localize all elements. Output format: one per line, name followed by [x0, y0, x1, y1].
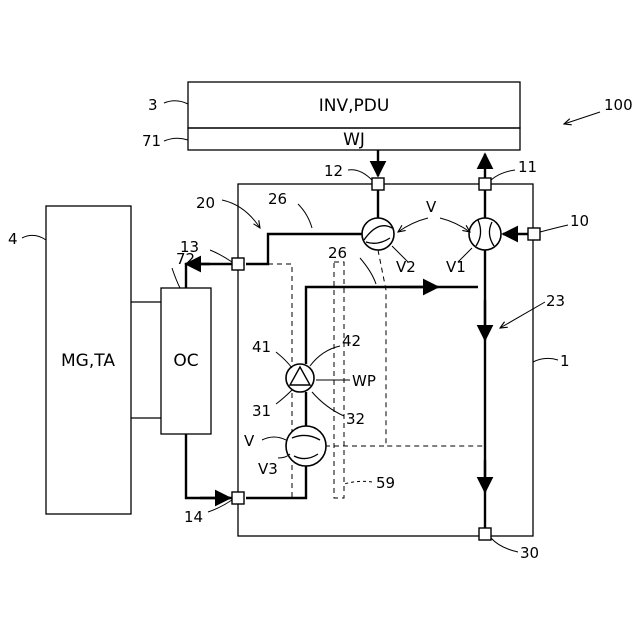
port-11: [479, 178, 491, 190]
leader-41: [276, 352, 292, 368]
ref-26-upper: 26: [268, 190, 287, 208]
oc-label: OC: [173, 351, 198, 371]
leader-v-left: [398, 218, 428, 232]
dashed-branch-right: [378, 250, 485, 446]
ref-12: 12: [324, 162, 343, 180]
leader-26b: [360, 258, 376, 284]
leader-59: [344, 481, 372, 484]
valve-v2: [362, 218, 394, 250]
ref-23: 23: [546, 292, 565, 310]
ref-31: 31: [252, 402, 271, 420]
inv-pdu-label: INV,PDU: [319, 96, 390, 116]
leader-71: [164, 138, 188, 141]
pipe-oc-to-port14: [186, 434, 232, 498]
leader-14: [208, 500, 232, 512]
ref-v3: V3: [258, 460, 278, 478]
valve-v1: [469, 218, 501, 250]
ref-wp: WP: [352, 372, 376, 390]
ref-v1: V1: [446, 258, 466, 276]
port-12: [372, 178, 384, 190]
water-pump-icon: [286, 364, 314, 392]
leader-12: [348, 170, 372, 180]
leader-42: [310, 346, 340, 366]
ref-59: 59: [376, 474, 395, 492]
ref-13: 13: [180, 238, 199, 256]
leader-100: [564, 112, 600, 124]
ref-v2: V2: [396, 258, 416, 276]
port-13: [232, 258, 244, 270]
leader-72: [172, 268, 180, 288]
ref-20: 20: [196, 194, 215, 212]
leader-13: [210, 250, 232, 262]
ref-4: 4: [8, 230, 18, 248]
ref-3: 3: [148, 96, 158, 114]
ref-1: 1: [560, 352, 570, 370]
leader-32: [312, 392, 344, 416]
port-10: [528, 228, 540, 240]
ref-41: 41: [252, 338, 271, 356]
wj-label: WJ: [343, 130, 365, 150]
mg-ta-label: MG,TA: [61, 351, 115, 371]
port-30: [479, 528, 491, 540]
port-14: [232, 492, 244, 504]
ref-100: 100: [604, 96, 633, 114]
leader-v-v3: [262, 437, 286, 440]
leader-31: [276, 390, 292, 404]
ref-42: 42: [342, 332, 361, 350]
ref-71: 71: [142, 132, 161, 150]
ref-30: 30: [520, 544, 539, 562]
ref-10: 10: [570, 212, 589, 230]
leader-1: [533, 358, 558, 362]
leader-30: [491, 538, 518, 552]
leader-10: [540, 225, 568, 232]
leader-23: [500, 302, 545, 328]
ref-11: 11: [518, 158, 537, 176]
ref-v-top: V: [426, 198, 437, 216]
pipe-pump-to-v1: [306, 287, 478, 364]
leader-20: [222, 200, 260, 228]
leader-3: [164, 101, 188, 104]
leader-v-right: [440, 218, 470, 232]
valve-v3: [286, 426, 326, 466]
ref-14: 14: [184, 508, 203, 526]
leader-11: [491, 170, 515, 180]
ref-v-left: V: [244, 432, 255, 450]
ref-26-lower: 26: [328, 244, 347, 262]
leader-26a: [298, 204, 312, 228]
ref-32: 32: [346, 410, 365, 428]
leader-4: [22, 235, 46, 240]
